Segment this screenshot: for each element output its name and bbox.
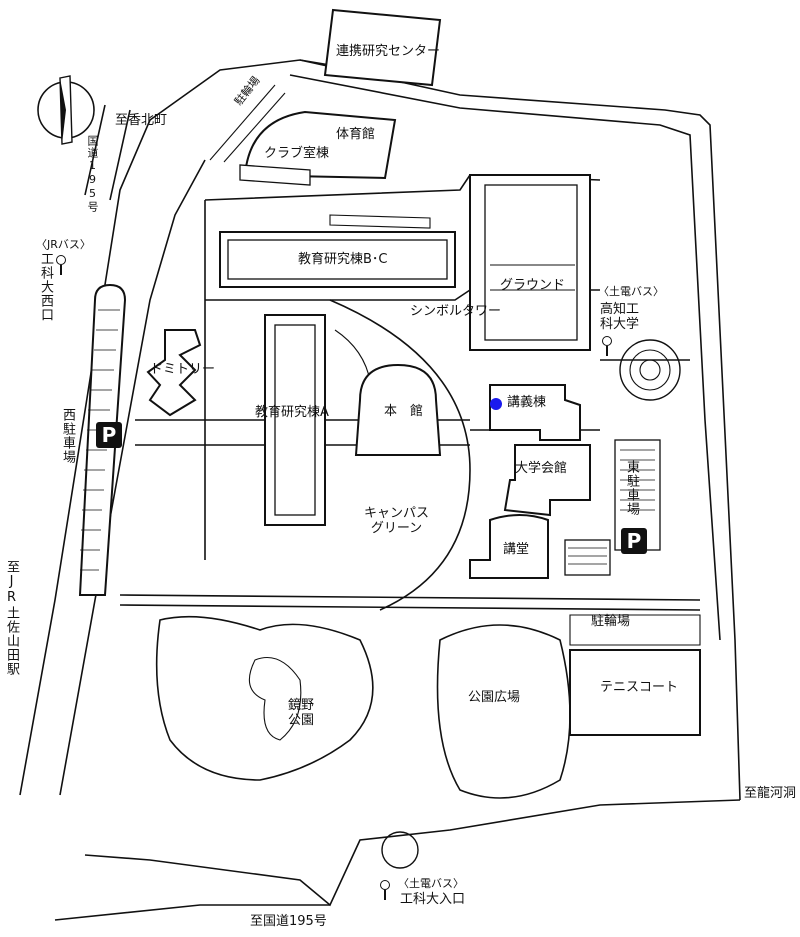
koka-iriguchi-label: 工科大入口 xyxy=(400,892,466,907)
route195-vertical-label: 国道195号 xyxy=(86,135,99,213)
tennis-label: テニスコート xyxy=(600,680,679,695)
kogi-label: 講義棟 xyxy=(507,395,547,410)
campus-green-label: キャンパス グリーン xyxy=(364,506,430,536)
kagamino-park[interactable] xyxy=(155,615,374,781)
higashi-parking-label: 東駐車場 xyxy=(624,460,639,516)
koen-hiroba-label: 公園広場 xyxy=(468,690,521,705)
kodo-building[interactable] xyxy=(469,514,549,579)
kochi-koka-label: 高知工 科大学 xyxy=(600,302,640,332)
roundabout xyxy=(619,339,681,401)
gym-building[interactable] xyxy=(243,110,397,180)
jr-bus-label: 〈JRバス〉 xyxy=(36,238,91,251)
ground-label: グラウンド xyxy=(500,278,566,293)
kenkyu-a-label: 教育研究棟A xyxy=(255,405,329,420)
to-tosayamada-label: 至JR土佐山田駅 xyxy=(4,560,19,676)
nishi-parking-label: 西駐車場 xyxy=(60,408,75,464)
renkei-building[interactable] xyxy=(323,8,442,87)
parking-west-icon: P xyxy=(96,422,122,448)
renkei-label: 連携研究センター xyxy=(336,44,441,59)
koka-nishiguchi-label: 工科大西口 xyxy=(38,252,53,322)
honkan-label: 本 館 xyxy=(384,404,424,419)
parking-east-icon: P xyxy=(621,528,647,554)
tennis-court[interactable] xyxy=(569,649,701,736)
taiikukan-label: 体育館 xyxy=(336,127,376,142)
location-marker-icon xyxy=(490,398,502,410)
bus-stop-south-icon xyxy=(380,880,390,900)
tosaden-bus-east-label: 〈土電バス〉 xyxy=(598,285,664,298)
club-label: クラブ室棟 xyxy=(264,146,330,161)
north-arrow-icon xyxy=(37,75,95,145)
kodo-label: 講堂 xyxy=(503,542,530,557)
koen-hiroba[interactable] xyxy=(436,624,571,799)
to-kahoku-label: 至香北町 xyxy=(115,113,168,128)
churinjo-south-label: 駐輪場 xyxy=(591,614,631,629)
to-route195-label: 至国道195号 xyxy=(250,914,327,929)
kogi-building[interactable] xyxy=(489,384,581,441)
honkan-building[interactable] xyxy=(354,363,442,456)
bus-stop-east-icon xyxy=(602,336,612,356)
symbol-label: シンボルタワー xyxy=(410,304,502,319)
kagamino-label: 鏡野 公園 xyxy=(288,698,315,728)
daigaku-kaikan-label: 大学会館 xyxy=(515,461,568,476)
dormitory-label: ドミトリー xyxy=(150,362,216,377)
kenkyu-bc-label: 教育研究棟B･C xyxy=(298,252,388,267)
bus-stop-west-icon xyxy=(56,255,66,275)
to-ryugado-label: 至龍河洞 xyxy=(744,786,797,801)
daigaku-kaikan-building[interactable] xyxy=(503,444,591,517)
tosaden-bus-south-label: 〈土電バス〉 xyxy=(398,877,464,890)
dormitory-building[interactable] xyxy=(146,329,202,417)
